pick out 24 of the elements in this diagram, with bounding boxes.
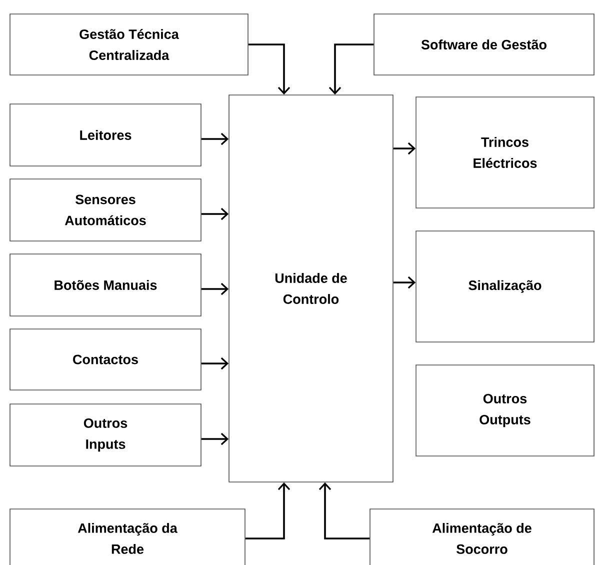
block-box: Outros Inputs (10, 404, 202, 466)
block-box: Outros Outputs (416, 364, 594, 456)
arrow (393, 276, 416, 289)
block-box: Gestão Técnica Centralizada (10, 14, 248, 76)
block-box: Software de Gestão (374, 14, 594, 76)
block-box: Contactos (10, 328, 202, 390)
arrow (328, 44, 374, 95)
block-box: Botões Manuais (10, 254, 202, 316)
arrow (318, 482, 370, 540)
block-box: Alimentação da Rede (10, 508, 246, 565)
block-box: Alimentação de Socorro (370, 508, 594, 565)
arrow (245, 482, 290, 540)
arrow (201, 432, 229, 446)
control-unit-box: Unidade de Controlo (228, 94, 394, 482)
block-box: Sensores Automáticos (10, 178, 202, 242)
arrow (201, 208, 229, 220)
arrow (201, 357, 229, 370)
block-box: Sinalização (416, 230, 594, 342)
arrow (201, 282, 229, 296)
arrow (248, 44, 290, 95)
block-box: Leitores (10, 104, 202, 166)
block-box: Trincos Eléctricos (416, 96, 594, 208)
arrow (201, 132, 229, 146)
arrow (393, 142, 416, 155)
